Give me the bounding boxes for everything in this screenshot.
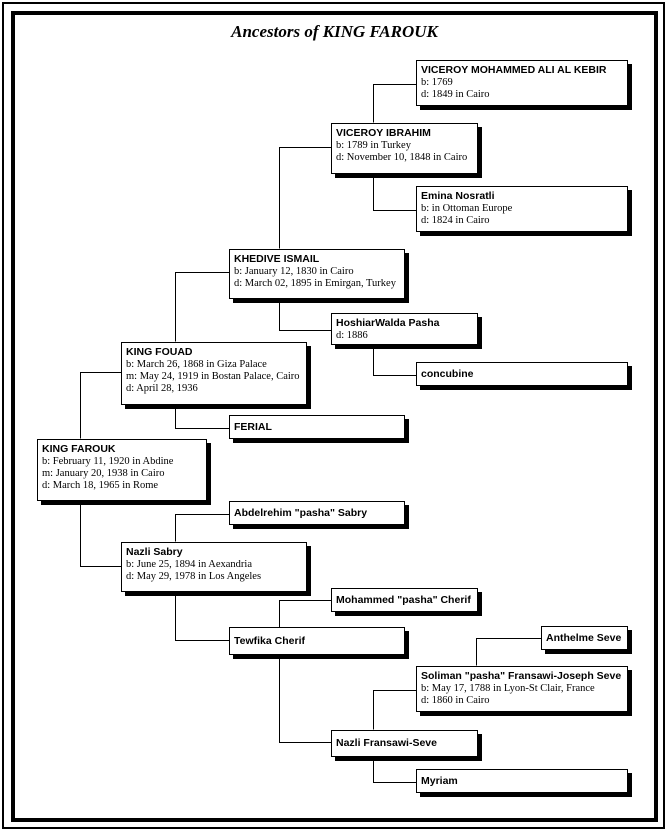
connector-hoshiar-concubine (373, 344, 417, 376)
birth-detail: b: March 26, 1868 in Giza Palace (126, 359, 267, 370)
person-name: Nazli Sabry (126, 546, 183, 558)
person-name: VICEROY MOHAMMED ALI AL KEBIR (421, 64, 607, 76)
person-name: Mohammed "pasha" Cherif (336, 593, 471, 606)
person-name: KING FAROUK (42, 443, 116, 455)
death-detail: d: March 18, 1965 in Rome (42, 480, 159, 491)
connector-tewfika-nazli-fs (279, 654, 332, 743)
person-box-emina-nosratli[interactable]: Emina Nosratli b: in Ottoman Europe d: 1… (416, 186, 628, 232)
connector-fouad-ismail (175, 272, 230, 342)
death-detail: d: April 28, 1936 (126, 383, 198, 394)
person-box-myriam[interactable]: Myriam (416, 769, 628, 793)
death-detail: d: May 29, 1978 in Los Angeles (126, 571, 262, 582)
person-name: Emina Nosratli (421, 190, 495, 202)
marriage-detail: m: May 24, 1919 in Bostan Palace, Cairo (126, 371, 300, 382)
birth-detail: b: January 12, 1830 in Cairo (234, 266, 354, 277)
inner-frame (11, 11, 658, 822)
connector-fouad-ferial (175, 404, 230, 429)
person-box-hoshiar-walda-pasha[interactable]: HoshiarWalda Pasha d: 1886 (331, 313, 478, 345)
person-box-abdelrehim-sabry[interactable]: Abdelrehim "pasha" Sabry (229, 501, 405, 525)
connector-nazli-fs-myriam (373, 756, 417, 783)
birth-detail: b: 1789 in Turkey (336, 140, 411, 151)
connector-tewfika-mohammed-cherif (279, 600, 332, 628)
death-detail: d: 1886 (336, 330, 368, 341)
person-name: KING FOUAD (126, 346, 193, 358)
person-name: HoshiarWalda Pasha (336, 317, 440, 329)
person-box-nazli-fransawi-seve[interactable]: Nazli Fransawi-Seve (331, 730, 478, 757)
birth-detail: b: June 25, 1894 in Aexandria (126, 559, 252, 570)
person-box-viceroy-ibrahim[interactable]: VICEROY IBRAHIM b: 1789 in Turkey d: Nov… (331, 123, 478, 174)
connector-ibrahim-mohammed-ali (373, 84, 417, 123)
birth-detail: b: February 11, 1920 in Abdine (42, 456, 174, 467)
death-detail: d: March 02, 1895 in Emirgan, Turkey (234, 278, 396, 289)
person-box-soliman-seve[interactable]: Soliman "pasha" Fransawi-Joseph Seve b: … (416, 666, 628, 712)
person-box-king-fouad[interactable]: KING FOUAD b: March 26, 1868 in Giza Pal… (121, 342, 307, 405)
person-name: Tewfika Cherif (234, 634, 305, 647)
person-box-nazli-sabry[interactable]: Nazli Sabry b: June 25, 1894 in Aexandri… (121, 542, 307, 592)
person-name: Soliman "pasha" Fransawi-Joseph Seve (421, 670, 622, 682)
connector-ismail-ibrahim (279, 147, 332, 249)
connector-farouk-nazli (80, 500, 122, 567)
person-name: concubine (421, 367, 474, 380)
person-name: KHEDIVE ISMAIL (234, 253, 320, 265)
marriage-detail: m: January 20, 1938 in Cairo (42, 468, 165, 479)
connector-nazli-tewfika (175, 591, 230, 641)
connector-ibrahim-emina (373, 173, 417, 211)
death-detail: d: 1849 in Cairo (421, 89, 490, 100)
connector-nazli-fs-soliman (373, 690, 417, 730)
death-detail: d: 1860 in Cairo (421, 695, 490, 706)
birth-detail: b: 1769 (421, 77, 453, 88)
person-box-anthelme-seve[interactable]: Anthelme Seve (541, 626, 628, 650)
person-box-tewfika-cherif[interactable]: Tewfika Cherif (229, 627, 405, 655)
person-box-mohammed-ali[interactable]: VICEROY MOHAMMED ALI AL KEBIR b: 1769 d:… (416, 60, 628, 106)
connector-soliman-anthelme (476, 638, 542, 666)
person-box-khedive-ismail[interactable]: KHEDIVE ISMAIL b: January 12, 1830 in Ca… (229, 249, 405, 299)
person-name: Abdelrehim "pasha" Sabry (234, 506, 368, 519)
person-name: VICEROY IBRAHIM (336, 127, 431, 139)
person-box-mohammed-cherif[interactable]: Mohammed "pasha" Cherif (331, 588, 478, 612)
person-box-concubine[interactable]: concubine (416, 362, 628, 386)
person-box-king-farouk[interactable]: KING FAROUK b: February 11, 1920 in Abdi… (37, 439, 207, 501)
connector-ismail-hoshiar (279, 298, 332, 331)
person-name: Anthelme Seve (546, 631, 622, 644)
death-detail: d: November 10, 1848 in Cairo (336, 152, 468, 163)
person-name: Myriam (421, 774, 458, 787)
chart-title: Ancestors of KING FAROUK (231, 22, 438, 41)
birth-detail: b: in Ottoman Europe (421, 203, 513, 214)
death-detail: d: 1824 in Cairo (421, 215, 490, 226)
person-name: FERIAL (234, 420, 272, 433)
connector-farouk-fouad (80, 372, 122, 439)
connector-nazli-abdelrehim (175, 514, 230, 542)
birth-detail: b: May 17, 1788 in Lyon-St Clair, France (421, 683, 595, 694)
person-name: Nazli Fransawi-Seve (336, 737, 437, 749)
person-box-ferial[interactable]: FERIAL (229, 415, 405, 439)
